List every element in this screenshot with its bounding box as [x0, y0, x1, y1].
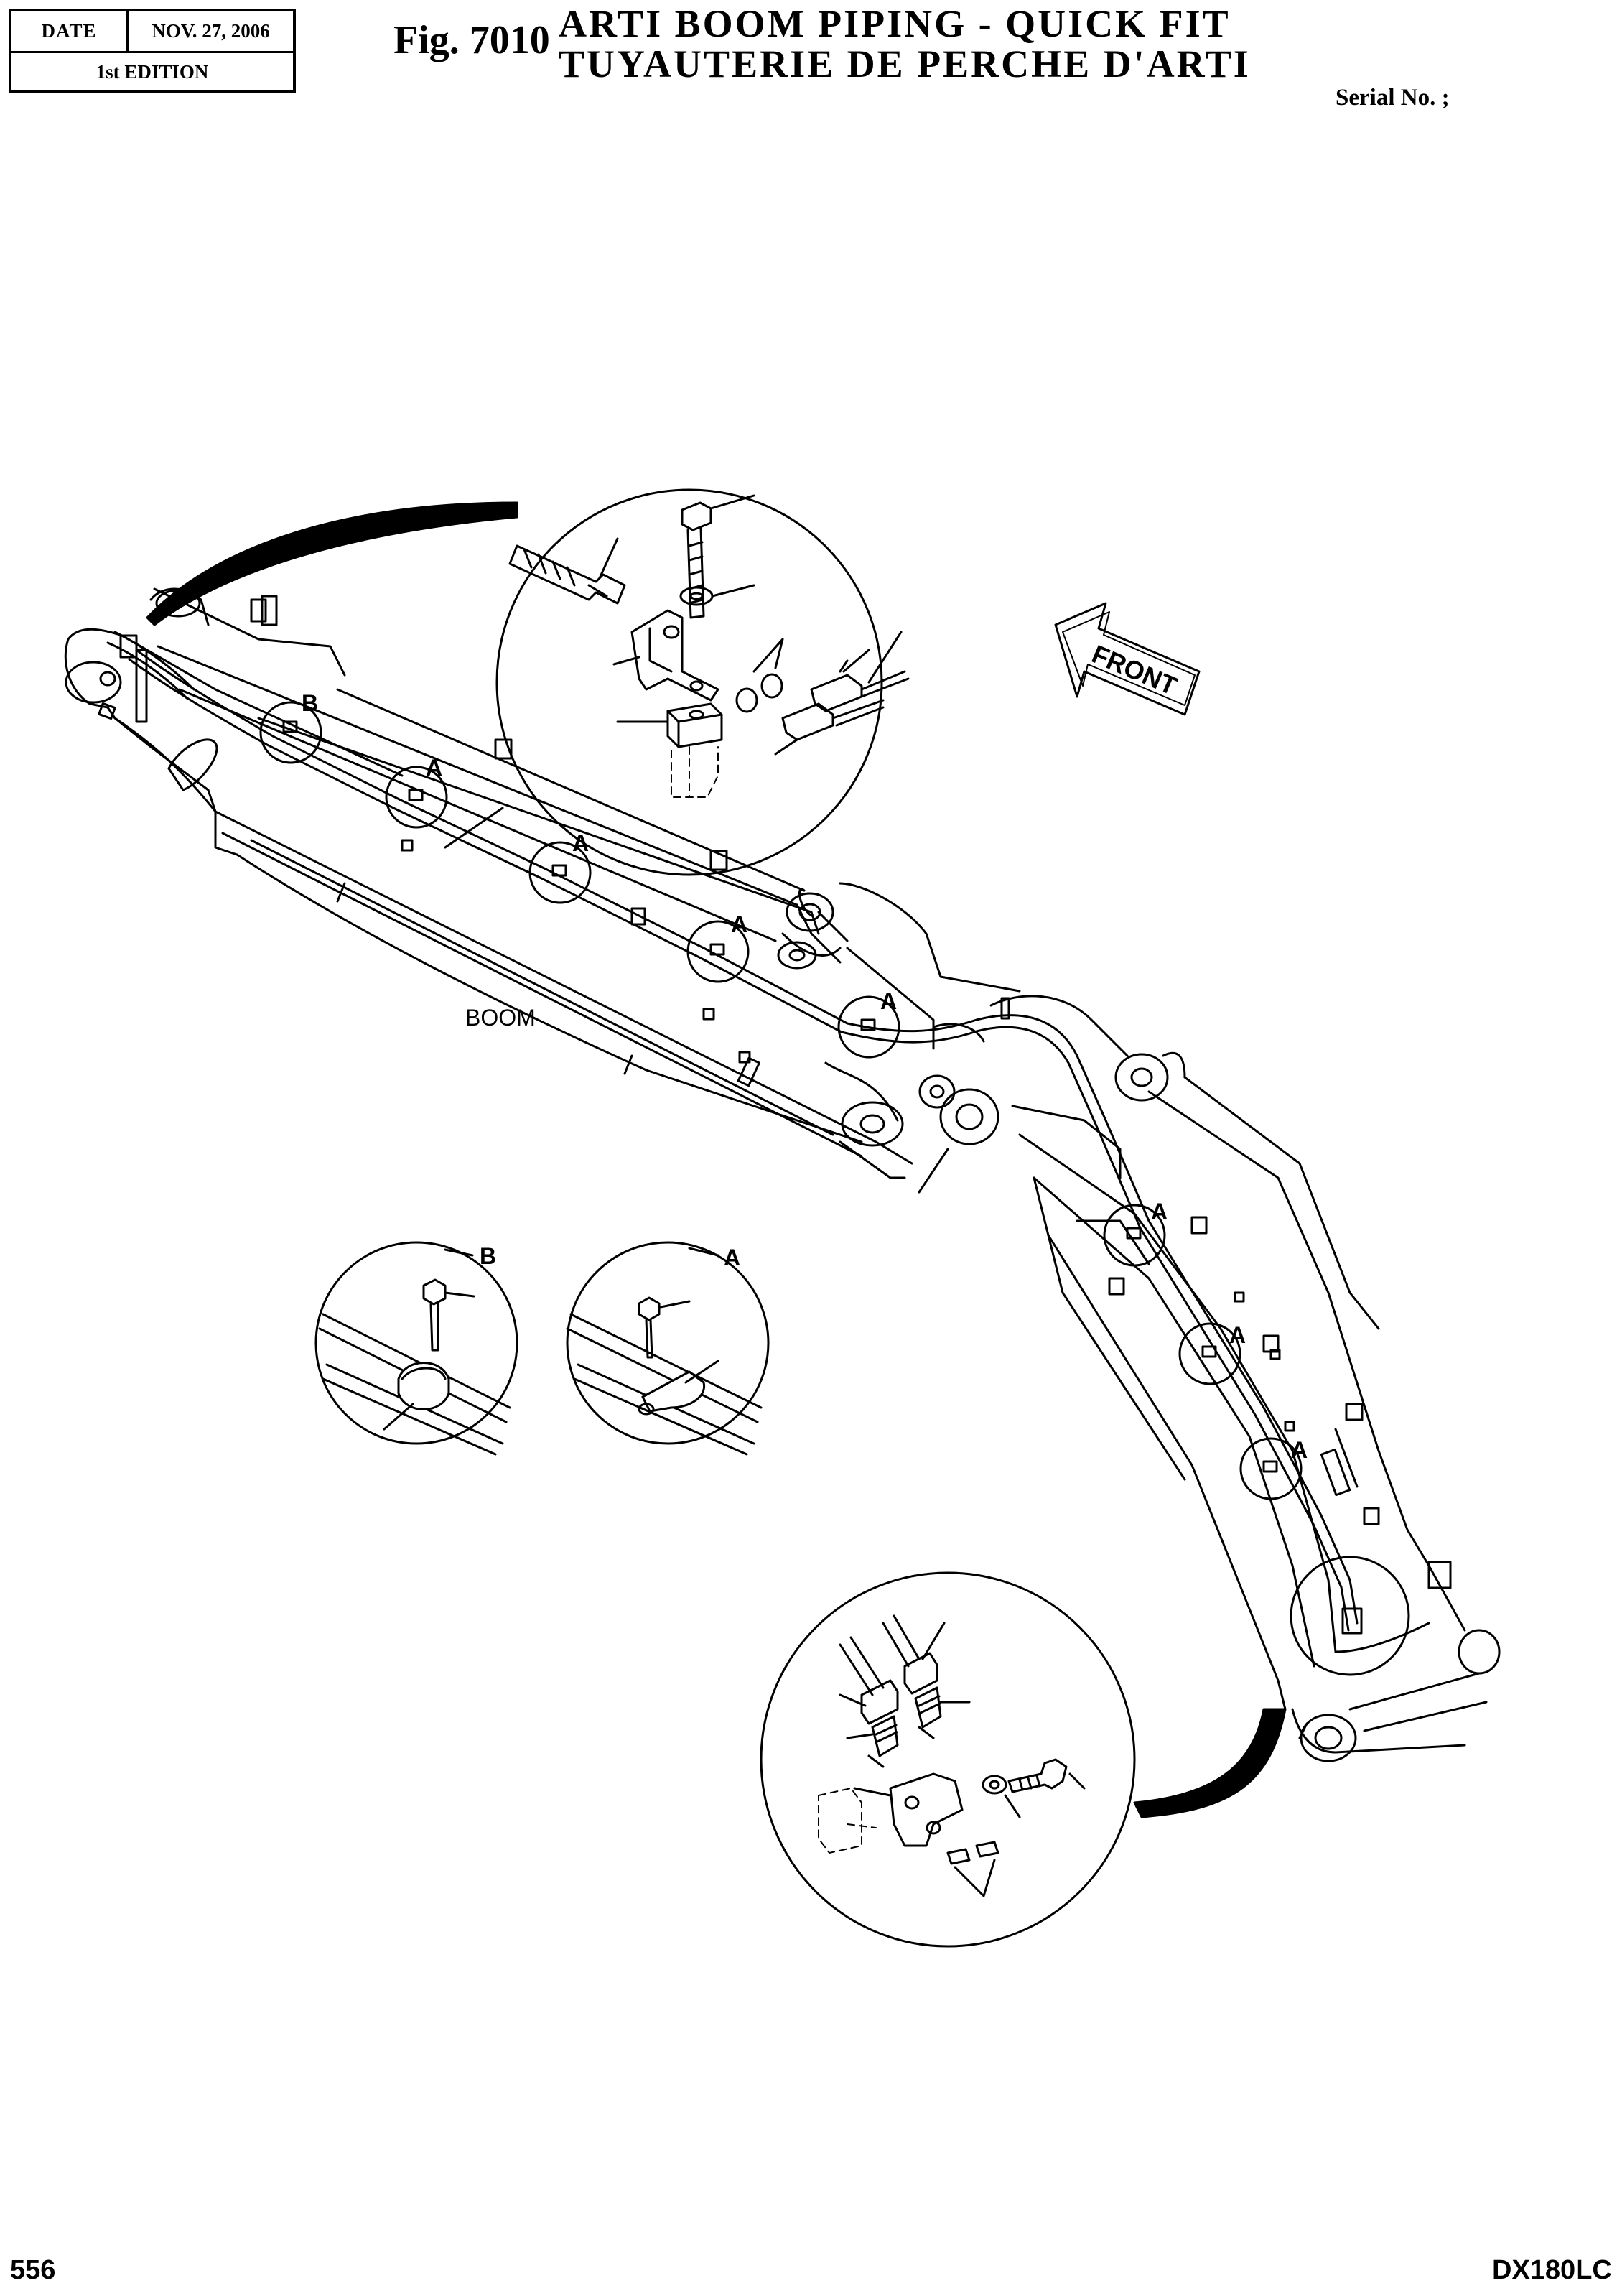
date-label: DATE — [11, 11, 129, 51]
detail-arm-end-connection — [760, 1571, 1287, 1948]
detail-pointer-bottom — [1133, 1708, 1287, 1818]
boom-structure — [64, 587, 1021, 1194]
serial-number-label: Serial No. ; — [1336, 85, 1450, 111]
clamp-location-b — [259, 701, 322, 764]
hydraulic-lines — [106, 631, 1359, 1632]
edition-label: 1st EDITION — [95, 60, 209, 83]
callout-a-main-4: A — [880, 988, 897, 1014]
clamp-location-a-3 — [686, 920, 750, 983]
title-french: TUYAUTERIE DE PERCHE D'ARTI — [559, 42, 1251, 85]
detail-a-callout: A — [724, 1245, 740, 1270]
edition-info-box: DATE NOV. 27, 2006 1st EDITION — [9, 9, 296, 93]
callout-a-main-2: A — [572, 830, 589, 856]
detail-b-clamp: B — [314, 1241, 518, 1456]
title-english: ARTI BOOM PIPING - QUICK FIT — [559, 2, 1231, 45]
callout-b-main: B — [302, 690, 318, 716]
clamp-location-a-7 — [1239, 1437, 1303, 1500]
date-value: NOV. 27, 2006 — [152, 20, 270, 42]
clamp-locations — [259, 701, 1410, 1676]
callout-a-main-7: A — [1291, 1437, 1308, 1463]
callout-a-main-3: A — [731, 911, 747, 937]
callout-a-main-5: A — [1151, 1199, 1168, 1224]
detail-pointer-top — [146, 501, 518, 626]
boom-label: BOOM — [465, 1005, 536, 1031]
clamp-location-a-1 — [385, 766, 448, 829]
callout-a-main-6: A — [1229, 1322, 1246, 1348]
clamp-location-a-6 — [1178, 1322, 1241, 1385]
clamp-location-a-5 — [1103, 1204, 1166, 1267]
clamp-location-a-2 — [528, 841, 592, 904]
figure-number: Fig. 7010 — [393, 18, 550, 62]
front-direction-arrow: FRONT — [1054, 602, 1201, 716]
detail-boom-foot-connection — [146, 488, 910, 876]
clamp-location-a-4 — [837, 995, 900, 1059]
arm-structure — [932, 995, 1501, 1762]
detail-b-callout: B — [480, 1243, 496, 1269]
arm-end-detail-location — [1290, 1556, 1410, 1676]
detail-a-clamp: A — [566, 1241, 770, 1456]
callout-a-main-1: A — [426, 755, 442, 781]
machine-model: DX180LC — [1492, 2255, 1612, 2285]
page-number: 556 — [10, 2255, 56, 2285]
